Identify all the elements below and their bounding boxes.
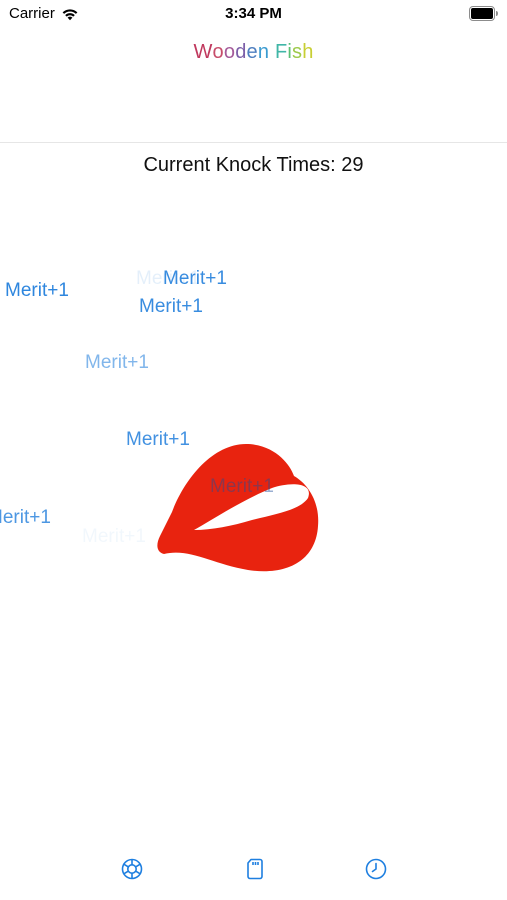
wooden-fish-icon[interactable] (150, 440, 322, 576)
nav-title-letter: n (257, 41, 270, 63)
nav-title: Wooden Fish (0, 41, 507, 64)
tab-settings[interactable] (118, 855, 146, 883)
nav-title-letter: o (212, 41, 224, 63)
wifi-icon (62, 8, 78, 20)
merit-label: Merit+1 (126, 429, 190, 450)
merit-label: Merit+1 (5, 280, 69, 301)
carrier-label: Carrier (9, 5, 55, 22)
knock-counter: Current Knock Times: 29 (143, 154, 364, 176)
clock-icon (365, 858, 387, 880)
merit-label: Merit+1 (85, 352, 149, 373)
merit-label: Merit+1 (210, 476, 274, 497)
tab-storage[interactable] (241, 855, 269, 883)
nav-divider (0, 142, 507, 143)
status-bar: Carrier 3:34 PM (0, 0, 507, 28)
nav-title-letter: F (274, 41, 288, 63)
nav-title-letter: e (246, 41, 258, 63)
nav-title-letter: d (235, 41, 247, 63)
carrier-group: Carrier (9, 5, 79, 22)
merit-label: Merit+1 (136, 268, 200, 289)
merit-label: Merit+1 (0, 507, 51, 528)
sd-card-icon (247, 858, 263, 880)
settings-wheel-icon (121, 858, 143, 880)
battery-icon (469, 6, 498, 21)
status-time: 3:34 PM (225, 5, 282, 22)
tab-history[interactable] (362, 855, 390, 883)
nav-title-letter: W (193, 41, 213, 63)
nav-title-letter: h (302, 41, 314, 63)
merit-label: Merit+1 (139, 296, 203, 317)
nav-title-letter: i (287, 41, 293, 63)
merit-label: Merit+1 (163, 268, 227, 289)
tab-bar (0, 840, 507, 900)
merit-label: Merit+1 (82, 526, 146, 547)
nav-title-letter: s (292, 41, 303, 63)
nav-title-letter: o (223, 41, 236, 63)
